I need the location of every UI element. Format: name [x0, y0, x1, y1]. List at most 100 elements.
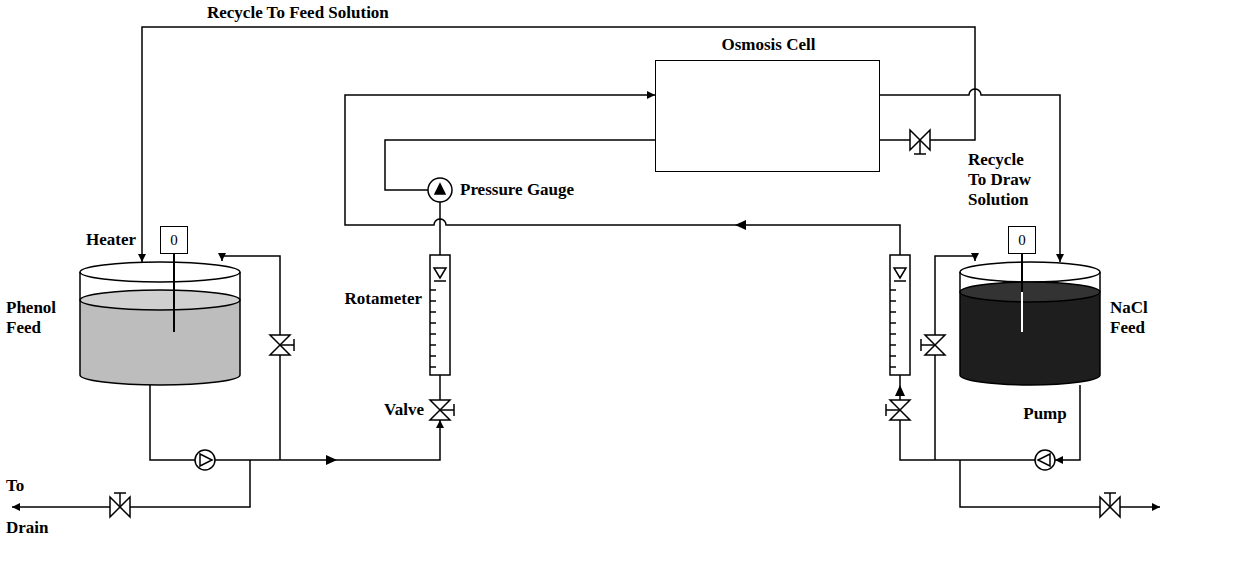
valve-symbol: [920, 130, 930, 150]
valve-symbol: [925, 345, 945, 355]
valve: Valve: [430, 400, 450, 420]
feed-tank-outline: [80, 290, 240, 385]
valve-symbol: [110, 130, 1120, 517]
draw-tank-outline: [960, 272, 1100, 385]
drain-pipe: [12, 460, 1160, 507]
feed-tank-outline: [80, 272, 240, 385]
pump-outline: [1038, 454, 1050, 466]
valve-outline: [430, 400, 454, 420]
rotameter-symbol: [894, 268, 906, 278]
flow-arrow: [326, 455, 337, 465]
pressure-gauge-outline: [428, 178, 452, 202]
bypass-pipe: [222, 256, 975, 460]
valve-outline: [440, 409, 454, 411]
valve-symbol: [1110, 497, 1120, 517]
rotameter-outline: [430, 344, 436, 346]
pipe-line: [880, 89, 1060, 262]
valve-symbol: [920, 339, 922, 351]
draw-tank-outline: [960, 254, 1100, 385]
draw-tank-outline: [960, 262, 1100, 385]
valve-symbol: [110, 497, 120, 517]
valve-symbol: [921, 344, 935, 346]
valve-symbol: [886, 409, 900, 411]
valve-outline: [430, 400, 450, 410]
pipe-line: [142, 27, 975, 262]
pump-symbol: [200, 454, 212, 466]
valve-outline: [430, 400, 450, 420]
feed-tank-outline: [173, 254, 175, 300]
pipe-line: [439, 375, 441, 400]
flow-arrow: [326, 220, 905, 465]
rotameter-symbol: [890, 255, 910, 375]
edge-label: Recycle To Feed Solution: [205, 3, 391, 23]
valve-symbol: [1104, 492, 1116, 494]
pipe-line: [439, 202, 441, 255]
rotameter-tick: [890, 311, 896, 313]
feed-tank-outline: [173, 300, 175, 332]
feed-tank-outline: [80, 290, 240, 310]
drain-pipe: [12, 460, 250, 507]
heater-controller: 0: [160, 226, 188, 254]
flow-arrow: [895, 385, 905, 396]
flow-arrow: [735, 220, 746, 230]
valve-symbol: [280, 344, 294, 346]
pump-outline: [1035, 450, 1055, 470]
pump-outline: [1035, 450, 1055, 470]
rotameter-outline: [430, 255, 450, 375]
display-value: 0: [1009, 227, 1035, 253]
rotameter-outline: [434, 268, 446, 278]
pump-symbol: [195, 450, 215, 470]
valve-symbol: [293, 339, 295, 351]
valve-symbol: [1109, 493, 1111, 507]
draw-tank-outline: [960, 272, 1100, 385]
rotameter-symbol: [894, 280, 906, 282]
node-label: Phenol Feed: [6, 298, 68, 338]
valve-outline: [453, 404, 455, 416]
node-label: Pump: [1021, 404, 1069, 424]
node-label: Pressure Gauge: [460, 180, 630, 200]
rotameter-outline: [430, 255, 450, 375]
valve-symbol: [1100, 497, 1110, 517]
pressure-gauge-outline: [428, 178, 452, 202]
valve-symbol: [119, 493, 121, 507]
feed-tank-outline: [80, 262, 240, 282]
rotameter-symbol: [890, 255, 910, 375]
pipe-line: [150, 385, 440, 460]
edge-label: Recycle To Draw Solution: [966, 150, 1042, 210]
draw-tank-outline: [960, 282, 1100, 302]
valve-symbol: [890, 400, 910, 410]
rotameter-outline: [430, 311, 436, 313]
callout-label: Heater: [70, 230, 136, 250]
valve-symbol: [120, 497, 130, 517]
draw-tank-outline: [1021, 292, 1023, 332]
rotameter-tick: [890, 366, 896, 368]
rotameter-outline: [430, 322, 436, 324]
pump: Pump: [1035, 450, 1055, 470]
draw-tank: NaCl Feed: [960, 262, 1100, 385]
valve-symbol: [270, 335, 290, 345]
node-label: Valve: [368, 400, 424, 420]
draw-tank-outline: [1021, 254, 1023, 292]
pump-symbol: [195, 450, 215, 470]
valve-symbol: [114, 492, 126, 494]
valve-symbol: [919, 140, 921, 154]
pressure-gauge-outline: [435, 184, 445, 194]
node-label: Rotameter: [334, 289, 422, 309]
drain-pipe: [960, 460, 1160, 507]
rotameter-outline: [430, 255, 450, 375]
rotameter-outline: [430, 333, 436, 335]
rotameter-tick: [890, 344, 896, 346]
valve-outline: [430, 410, 450, 420]
draw-tank-outline: [960, 262, 1100, 282]
callout-label: To Drain: [6, 465, 56, 549]
rotameter-outline: [430, 300, 436, 302]
osmosis-cell: Osmosis Cell: [655, 60, 880, 172]
valve-symbol: [270, 345, 290, 355]
rotameter-outline: [434, 280, 446, 282]
valve-symbol: [925, 335, 945, 345]
rotameter-outline: [430, 355, 436, 357]
rotameter-tick: [890, 289, 896, 291]
feed-tank: Phenol Feed: [80, 262, 240, 385]
feed-tank-outline: [80, 272, 240, 385]
